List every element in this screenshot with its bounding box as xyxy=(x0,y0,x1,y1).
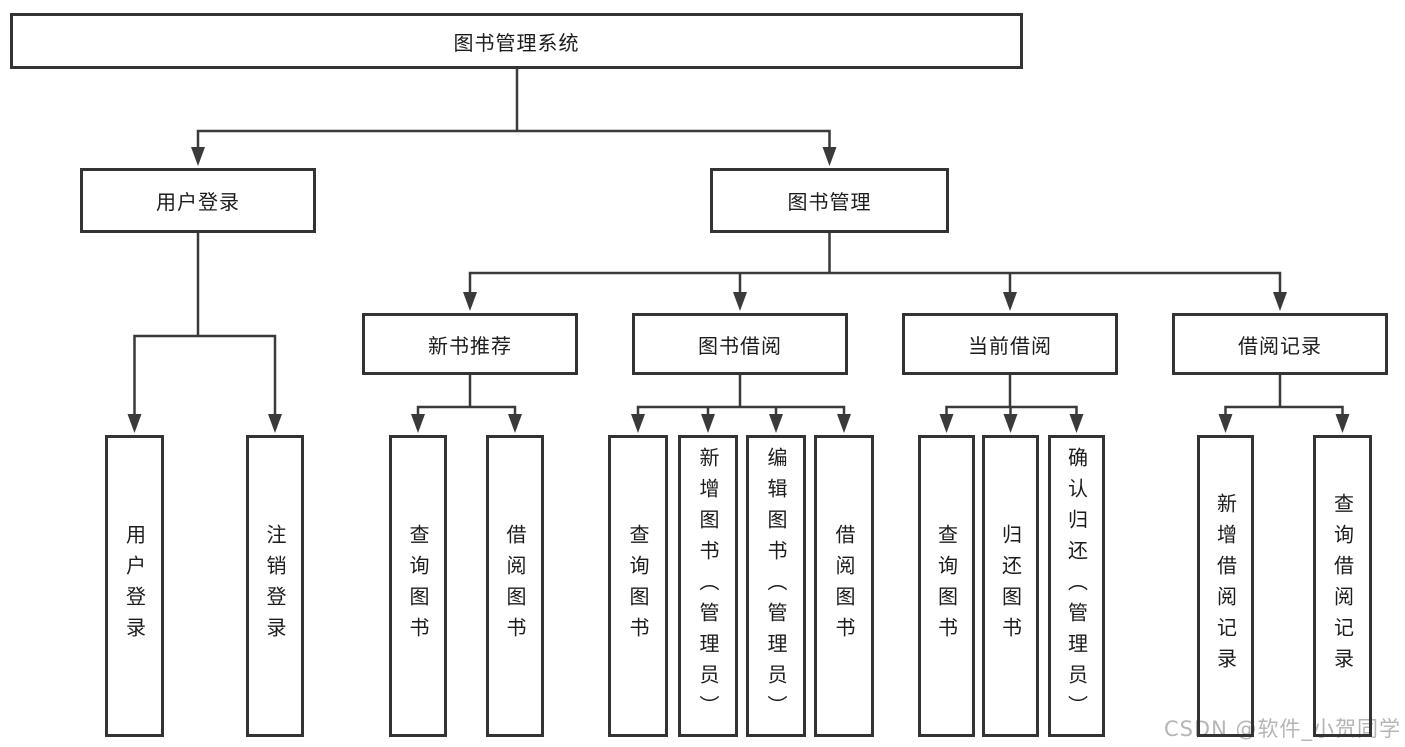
leaf-recommend-query-books: 查询图书 xyxy=(389,435,447,737)
leaf-current-query-books: 查询图书 xyxy=(918,435,975,737)
leaf-borrow-borrow-books: 借阅图书 xyxy=(814,435,874,737)
node-borrowing-records: 借阅记录 xyxy=(1172,313,1388,375)
leaf-current-confirm-return-admin: 确认归还（管理员） xyxy=(1048,435,1105,737)
node-new-book-recommendation: 新书推荐 xyxy=(362,313,578,375)
connector-current-children xyxy=(945,373,1078,421)
connector-user-login-children xyxy=(133,231,277,419)
arrowheads xyxy=(127,147,1350,433)
leaf-records-add-record: 新增借阅记录 xyxy=(1197,435,1254,737)
watermark: CSDN @软件_小贺同学 xyxy=(1163,717,1401,741)
node-book-management: 图书管理 xyxy=(710,168,949,233)
leaf-current-return-books: 归还图书 xyxy=(982,435,1039,737)
node-book-borrowing: 图书借阅 xyxy=(632,313,848,375)
connector-recommend-children xyxy=(416,373,517,421)
leaf-login-logout: 注销登录 xyxy=(246,435,304,737)
node-root: 图书管理系统 xyxy=(10,13,1023,69)
leaf-recommend-borrow-books: 借阅图书 xyxy=(486,435,544,737)
connector-records-children xyxy=(1224,373,1344,421)
leaf-borrow-query-books: 查询图书 xyxy=(608,435,668,737)
leaf-login-user-login: 用户登录 xyxy=(105,435,164,737)
node-user-login: 用户登录 xyxy=(80,168,316,233)
node-current-borrowing: 当前借阅 xyxy=(902,313,1118,375)
connector-borrow-children xyxy=(636,373,846,421)
leaf-borrow-edit-books-admin: 编辑图书（管理员） xyxy=(746,435,806,737)
connector-root-to-level2 xyxy=(196,67,831,152)
connector-book-management-children xyxy=(468,231,1282,299)
leaf-borrow-add-books-admin: 新增图书（管理员） xyxy=(678,435,738,737)
leaf-records-query-record: 查询借阅记录 xyxy=(1313,435,1372,737)
